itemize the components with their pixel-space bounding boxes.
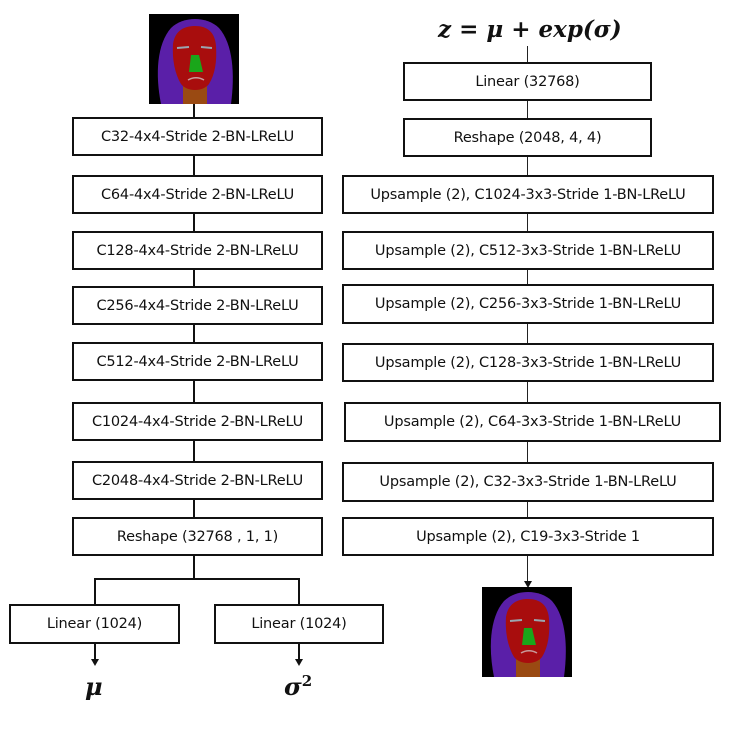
decoder-layer-c19: Upsample (2), C19-3x3-Stride 1 [342, 517, 714, 556]
input-face-segmentation-image [149, 14, 239, 104]
reparameterization-formula: z = μ + exp(σ) [438, 16, 622, 43]
encoder-layer-c1024: C1024-4x4-Stride 2-BN-LReLU [72, 402, 323, 441]
head-connector-mu [94, 578, 96, 604]
encoder-layer-c2048: C2048-4x4-Stride 2-BN-LReLU [72, 461, 323, 500]
mouth-region [520, 650, 538, 654]
decoder-layer-c512: Upsample (2), C512-3x3-Stride 1-BN-LReLU [342, 231, 714, 270]
formula-lhs: z [438, 16, 452, 43]
decoder-connector [527, 157, 528, 175]
decoder-connector [527, 382, 528, 402]
linear-head-sigma: Linear (1024) [214, 604, 384, 644]
encoder-connector [193, 104, 195, 117]
encoder-reshape: Reshape (32768 , 1, 1) [72, 517, 323, 556]
encoder-connector [193, 325, 195, 342]
encoder-connector [193, 214, 195, 231]
mouth-region [187, 77, 205, 81]
mu-output-symbol: μ [85, 672, 103, 701]
right-brow [200, 46, 213, 49]
arrow-down-icon [91, 659, 99, 666]
decoder-connector [527, 46, 528, 62]
encoder-connector [193, 500, 195, 517]
face-segmentation-graphic [149, 14, 239, 104]
decoder-layer-c64: Upsample (2), C64-3x3-Stride 1-BN-LReLU [344, 402, 721, 442]
nose-region [189, 55, 203, 72]
encoder-layer-c256: C256-4x4-Stride 2-BN-LReLU [72, 286, 323, 325]
left-brow [176, 46, 190, 49]
decoder-linear: Linear (32768) [403, 62, 652, 101]
formula-eq: = [459, 16, 479, 43]
encoder-layer-c64: C64-4x4-Stride 2-BN-LReLU [72, 175, 323, 214]
encoder-connector [193, 156, 195, 175]
encoder-connector [193, 441, 195, 461]
decoder-reshape: Reshape (2048, 4, 4) [403, 118, 652, 157]
decoder-connector [527, 502, 528, 517]
face-segmentation-graphic [482, 587, 572, 677]
decoder-connector [527, 101, 528, 118]
arrow-down-icon [524, 581, 532, 588]
decoder-connector [527, 270, 528, 284]
sigma-symbol: σ [284, 672, 302, 701]
decoder-connector [527, 324, 528, 343]
formula-rhs: μ + exp(σ) [486, 16, 622, 43]
sigma-output-line [298, 644, 300, 659]
encoder-layer-c512: C512-4x4-Stride 2-BN-LReLU [72, 342, 323, 381]
mu-output-line [94, 644, 96, 659]
left-brow [509, 619, 523, 622]
sigma-exponent: 2 [301, 672, 313, 690]
linear-head-mu: Linear (1024) [9, 604, 180, 644]
decoder-layer-c1024: Upsample (2), C1024-3x3-Stride 1-BN-LReL… [342, 175, 714, 214]
encoder-layer-c32: C32-4x4-Stride 2-BN-LReLU [72, 117, 323, 156]
decoder-layer-c256: Upsample (2), C256-3x3-Stride 1-BN-LReLU [342, 284, 714, 324]
nose-region [522, 628, 536, 645]
encoder-connector [193, 556, 195, 579]
decoder-layer-c32: Upsample (2), C32-3x3-Stride 1-BN-LReLU [342, 462, 714, 502]
encoder-connector [193, 381, 195, 402]
head-connector-sigma [298, 578, 300, 604]
right-brow [533, 619, 546, 622]
encoder-layer-c128: C128-4x4-Stride 2-BN-LReLU [72, 231, 323, 270]
encoder-connector [193, 270, 195, 286]
sigma-output-symbol: σ2 [284, 672, 312, 701]
output-face-segmentation-image [482, 587, 572, 677]
decoder-output-line [527, 556, 528, 582]
decoder-connector [527, 214, 528, 231]
arrow-down-icon [295, 659, 303, 666]
split-connector [94, 578, 300, 580]
decoder-layer-c128: Upsample (2), C128-3x3-Stride 1-BN-LReLU [342, 343, 714, 382]
decoder-connector [527, 442, 528, 462]
